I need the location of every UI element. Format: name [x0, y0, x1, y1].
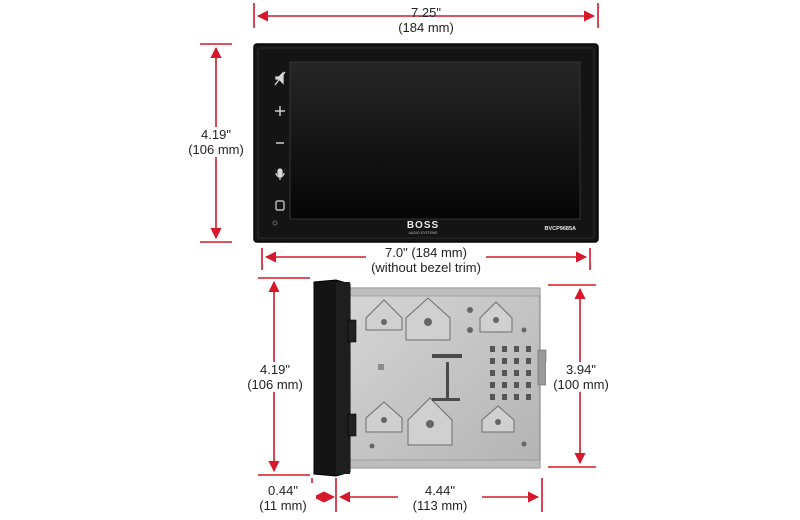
front-width-metric: (184 mm)	[398, 20, 454, 35]
side-chassis-height-metric: (100 mm)	[553, 377, 609, 392]
side-height-label: 4.19" (106 mm)	[240, 362, 310, 392]
front-height-label: 4.19" (106 mm)	[180, 127, 252, 157]
home-icon[interactable]	[275, 200, 285, 211]
chassis-depth-metric: (113 mm)	[412, 498, 468, 513]
front-width-imperial: 7.25"	[411, 5, 441, 20]
front-screen-width-value: 7.0" (184 mm)	[385, 245, 467, 260]
bottom-bracket-holes	[369, 417, 527, 449]
bezel-depth-label: 0.44" (11 mm)	[250, 483, 316, 513]
mute-icon[interactable]	[274, 71, 286, 86]
side-view	[258, 277, 596, 512]
bezel-depth-metric: (11 mm)	[259, 498, 307, 513]
side-height-metric: (106 mm)	[247, 377, 303, 392]
front-width-label: 7.25" (184 mm)	[376, 5, 476, 35]
front-screen-width-note: (without bezel trim)	[371, 260, 481, 275]
side-height-imperial: 4.19"	[260, 362, 290, 377]
touchscreen[interactable]	[289, 61, 581, 220]
front-view: BOSS AUDIO SYSTEMS BVCP9685A	[200, 3, 599, 270]
brand-logo: BOSS	[407, 220, 439, 231]
top-bracket-holes	[381, 307, 527, 333]
ir-sensor	[272, 220, 278, 226]
microphone-icon[interactable]	[275, 168, 285, 180]
chassis-slots	[378, 354, 462, 401]
side-chassis-height-label: 3.94" (100 mm)	[546, 362, 616, 392]
vent-grid	[490, 346, 531, 400]
chassis-depth-imperial: 4.44"	[425, 483, 455, 498]
bezel-depth-imperial: 0.44"	[268, 483, 298, 498]
front-screen-width-label: 7.0" (184 mm) (without bezel trim)	[366, 245, 486, 275]
head-unit-front: BOSS AUDIO SYSTEMS BVCP9685A	[253, 43, 599, 243]
model-number: BVCP9685A	[545, 226, 577, 232]
front-height-metric: (106 mm)	[188, 142, 244, 157]
head-unit-side	[313, 279, 547, 477]
volume-up-icon[interactable]	[275, 106, 285, 116]
front-width-dimension	[253, 3, 599, 28]
side-chassis-height-imperial: 3.94"	[566, 362, 596, 377]
front-height-imperial: 4.19"	[201, 127, 231, 142]
chassis-depth-label: 4.44" (113 mm)	[398, 483, 482, 513]
brand-subtitle: AUDIO SYSTEMS	[409, 231, 438, 235]
